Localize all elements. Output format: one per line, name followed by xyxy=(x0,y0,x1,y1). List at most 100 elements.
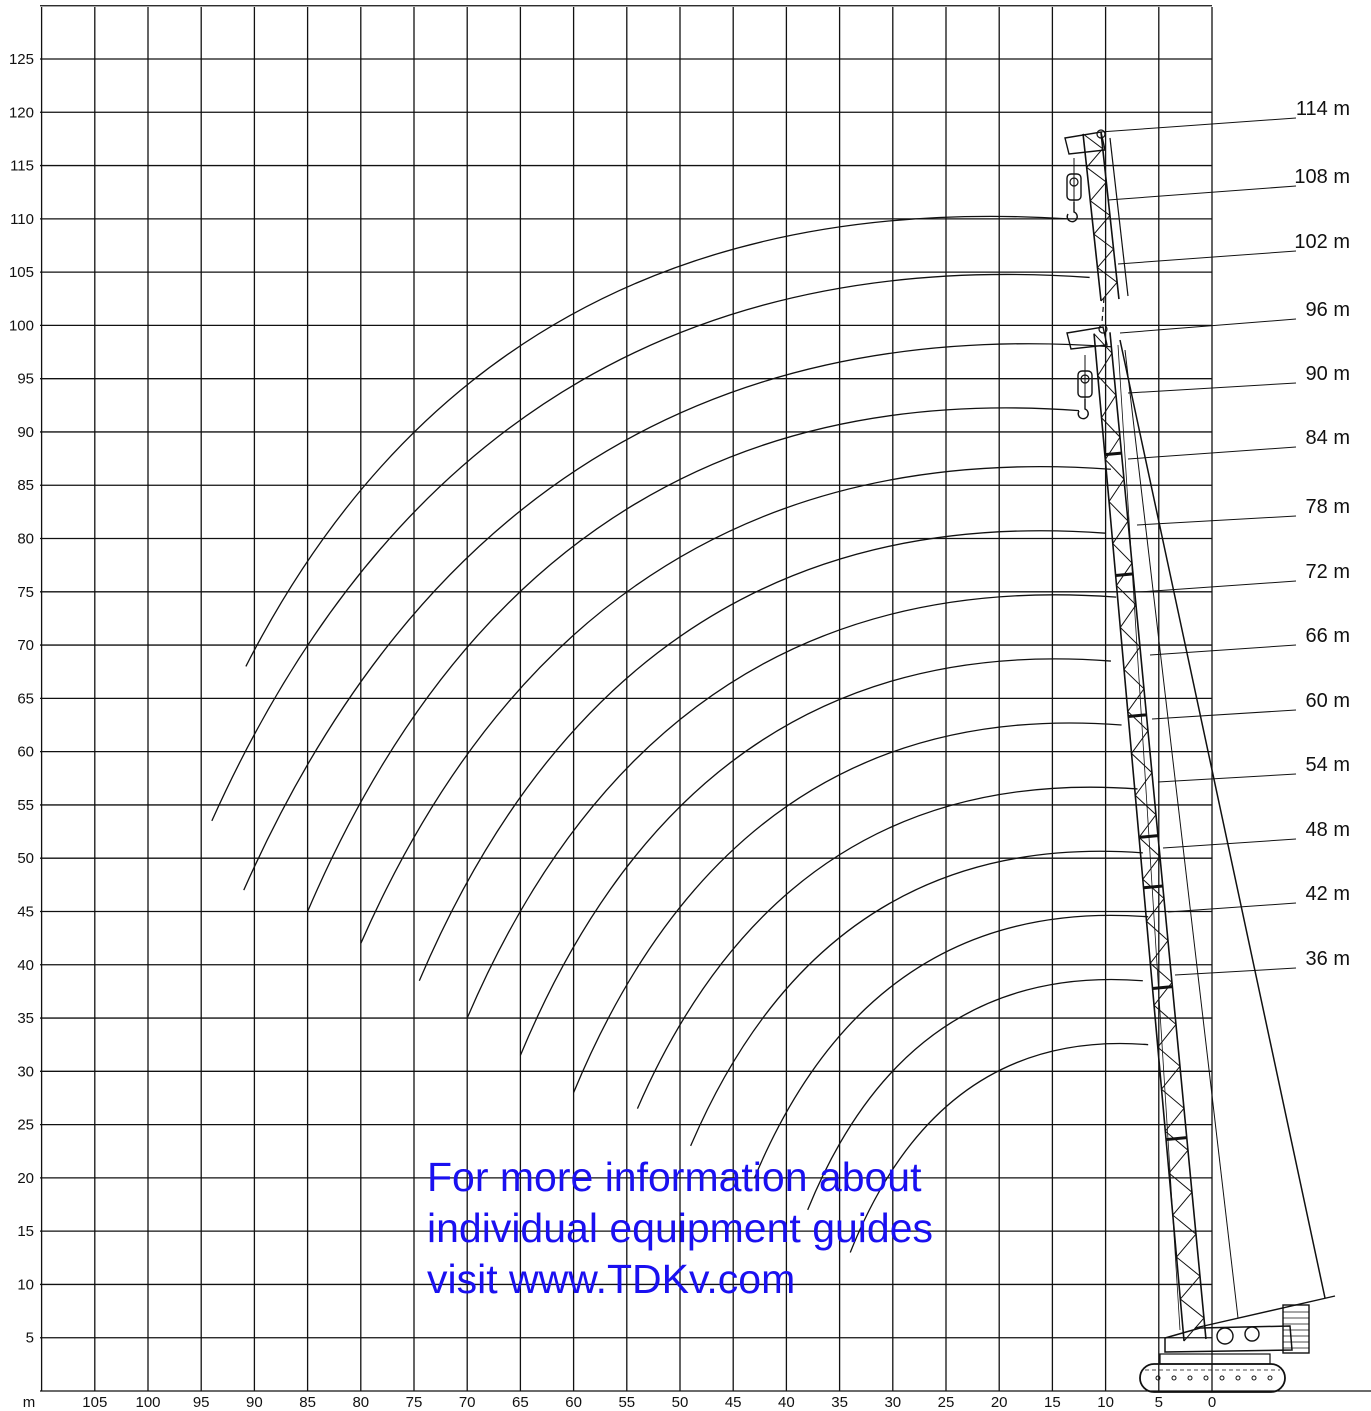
sheave xyxy=(1096,129,1106,139)
promo-line-1: For more information about xyxy=(427,1154,922,1200)
x-tick-label: 75 xyxy=(406,1394,423,1411)
jib-arc xyxy=(466,594,1117,1019)
upper-pendant xyxy=(1109,137,1129,297)
y-tick-label: 40 xyxy=(17,957,34,974)
boom-label-leader xyxy=(1107,185,1297,201)
x-tick-label: 0 xyxy=(1208,1394,1216,1411)
jib-arc xyxy=(360,466,1111,944)
mast-strut xyxy=(1194,1295,1336,1329)
jib-arc xyxy=(690,850,1143,1147)
jib-arc xyxy=(418,530,1106,981)
y-tick-label: 65 xyxy=(17,690,34,707)
boom-section-joint xyxy=(1165,1136,1187,1142)
boom-label-leader xyxy=(1099,117,1297,133)
upper-boom-chord xyxy=(1082,133,1102,302)
track-roller xyxy=(1251,1375,1257,1381)
promo-text: For more information about individual eq… xyxy=(427,1152,933,1305)
y-tick-label: 120 xyxy=(9,104,34,121)
boom-length-label: 78 m xyxy=(1306,496,1350,518)
pendant-rope xyxy=(1117,344,1181,1331)
boom-section-joint xyxy=(1128,713,1147,718)
y-tick-label: 10 xyxy=(17,1276,34,1293)
boom-length-label: 60 m xyxy=(1306,690,1350,712)
sheave xyxy=(1098,324,1108,334)
boom-section-joint xyxy=(1138,834,1159,839)
y-tick-label: 55 xyxy=(17,797,34,814)
boom-section-joint xyxy=(1152,985,1173,990)
x-tick-label: 50 xyxy=(672,1394,689,1411)
boom-length-label: 102 m xyxy=(1294,231,1350,253)
x-tick-label: 10 xyxy=(1097,1394,1114,1411)
boom-length-label: 114 m xyxy=(1296,98,1350,120)
upper-boom-lacing xyxy=(1082,133,1118,302)
x-tick-label: 25 xyxy=(938,1394,955,1411)
jib-arc xyxy=(211,273,1090,822)
jib-arc xyxy=(307,407,1080,912)
jib-arcs xyxy=(211,215,1149,1253)
boom-label-leader xyxy=(1151,709,1297,720)
y-tick-label: 90 xyxy=(17,424,34,441)
hook-sheave xyxy=(1069,177,1079,187)
track-roller xyxy=(1187,1375,1193,1381)
crane-drawing xyxy=(1064,129,1336,1393)
x-tick-label: 5 xyxy=(1155,1394,1163,1411)
boom-section-joint xyxy=(1104,451,1122,457)
x-unit-label: m xyxy=(23,1394,36,1411)
y-tick-label: 105 xyxy=(9,264,34,281)
track-roller xyxy=(1267,1375,1273,1381)
boom-label-leader xyxy=(1127,382,1297,394)
track-roller xyxy=(1203,1375,1209,1381)
y-tick-label: 95 xyxy=(17,371,34,388)
boom-length-label: 84 m xyxy=(1306,427,1350,449)
boom-label-leader xyxy=(1127,446,1297,460)
boom-label-leader xyxy=(1136,515,1297,526)
y-tick-label: 115 xyxy=(10,158,34,175)
y-tick-label: 45 xyxy=(17,903,34,920)
y-tick-label: 5 xyxy=(26,1330,34,1347)
x-tick-label: 40 xyxy=(778,1394,795,1411)
x-tick-label: 80 xyxy=(352,1394,369,1411)
boom-length-label: 108 m xyxy=(1294,166,1350,188)
boom-label-leader xyxy=(1167,902,1297,913)
x-tick-label: 85 xyxy=(299,1394,316,1411)
superstructure xyxy=(1164,1325,1293,1353)
x-tick-label: 55 xyxy=(618,1394,635,1411)
boom-label-leader xyxy=(1119,318,1297,334)
y-tick-label: 50 xyxy=(17,850,34,867)
y-tick-label: 110 xyxy=(10,211,34,228)
winch-drum xyxy=(1216,1327,1234,1345)
x-tick-label: 95 xyxy=(193,1394,210,1411)
boom-extension-dash xyxy=(1101,297,1105,323)
y-tick-label: 15 xyxy=(17,1223,34,1240)
y-tick-label: 125 xyxy=(9,51,34,68)
promo-line-2: individual equipment guides xyxy=(427,1205,934,1251)
hook-sheave xyxy=(1080,374,1090,384)
pendant-rope xyxy=(1124,349,1239,1319)
hook xyxy=(1066,202,1078,223)
boom-length-label: 48 m xyxy=(1306,819,1350,841)
boom-label-leader xyxy=(1162,838,1297,849)
carbody xyxy=(1159,1353,1271,1365)
boom-label-leader xyxy=(1174,967,1297,976)
boom-label-leader xyxy=(1157,773,1297,783)
winch-drum xyxy=(1244,1326,1260,1342)
track-roller xyxy=(1171,1375,1177,1381)
boom-head xyxy=(1066,326,1108,350)
x-tick-label: 90 xyxy=(246,1394,263,1411)
track-roller xyxy=(1219,1375,1225,1381)
jib-arc xyxy=(572,722,1122,1093)
grid xyxy=(40,5,1371,1392)
jib-arc xyxy=(519,658,1111,1056)
y-tick-label: 85 xyxy=(17,477,34,494)
hook xyxy=(1077,399,1089,420)
boom-length-label: 66 m xyxy=(1306,625,1350,647)
jib-arc xyxy=(753,914,1149,1179)
y-tick-label: 75 xyxy=(17,584,34,601)
jib-arc xyxy=(807,978,1143,1211)
boom-section-joint xyxy=(1143,884,1163,890)
track-roller xyxy=(1155,1375,1161,1381)
boom-length-label: 72 m xyxy=(1306,561,1350,583)
boom-length-label: 90 m xyxy=(1306,363,1350,385)
